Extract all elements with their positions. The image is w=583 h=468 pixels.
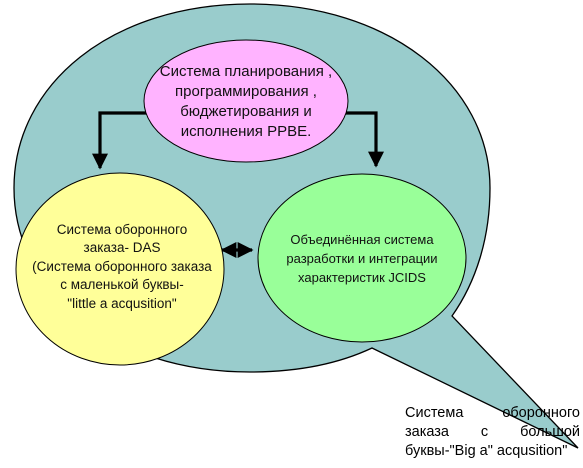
arrow-ppbe-to-das [92, 111, 148, 170]
node-das-label: Система оборонного заказа- DAS (Система … [16, 219, 228, 315]
node-das-line: (Система оборонного заказа [32, 258, 212, 274]
bubble-caption: Система оборонного заказа с большой букв… [405, 404, 580, 461]
node-jcids-line: Объединённая система [290, 231, 434, 247]
caption-line: Система оборонного [405, 405, 580, 421]
node-das-line: с маленькой буквы- [60, 277, 184, 293]
node-jcids-line: разработки и интеграции [286, 250, 438, 266]
node-das-line: Система оборонного [56, 221, 188, 237]
node-ppbe-line: Система планирования , [159, 63, 333, 80]
caption-line: заказа с большой [405, 424, 580, 440]
node-jcids-label: Объединённая система разработки и интегр… [262, 222, 462, 294]
node-jcids-line: характеристик JCIDS [298, 269, 426, 285]
arrow-ppbe-to-jcids [344, 111, 384, 168]
node-ppbe-ellipse [143, 39, 349, 163]
node-ppbe-line: бюджетирования и [180, 103, 312, 120]
node-ppbe-label: Система планирования , программирования … [142, 60, 350, 144]
node-ppbe-line: исполнения PPBE. [180, 123, 312, 140]
node-ppbe-line: программирования , [175, 83, 317, 100]
node-das-line: заказа- DAS [83, 240, 161, 256]
node-das-line: "little a acqusition" [67, 295, 177, 311]
caption-line: буквы-"Big a" acqusition" [405, 443, 568, 459]
node-das-ellipse [15, 172, 225, 366]
node-jcids-ellipse [257, 173, 467, 343]
